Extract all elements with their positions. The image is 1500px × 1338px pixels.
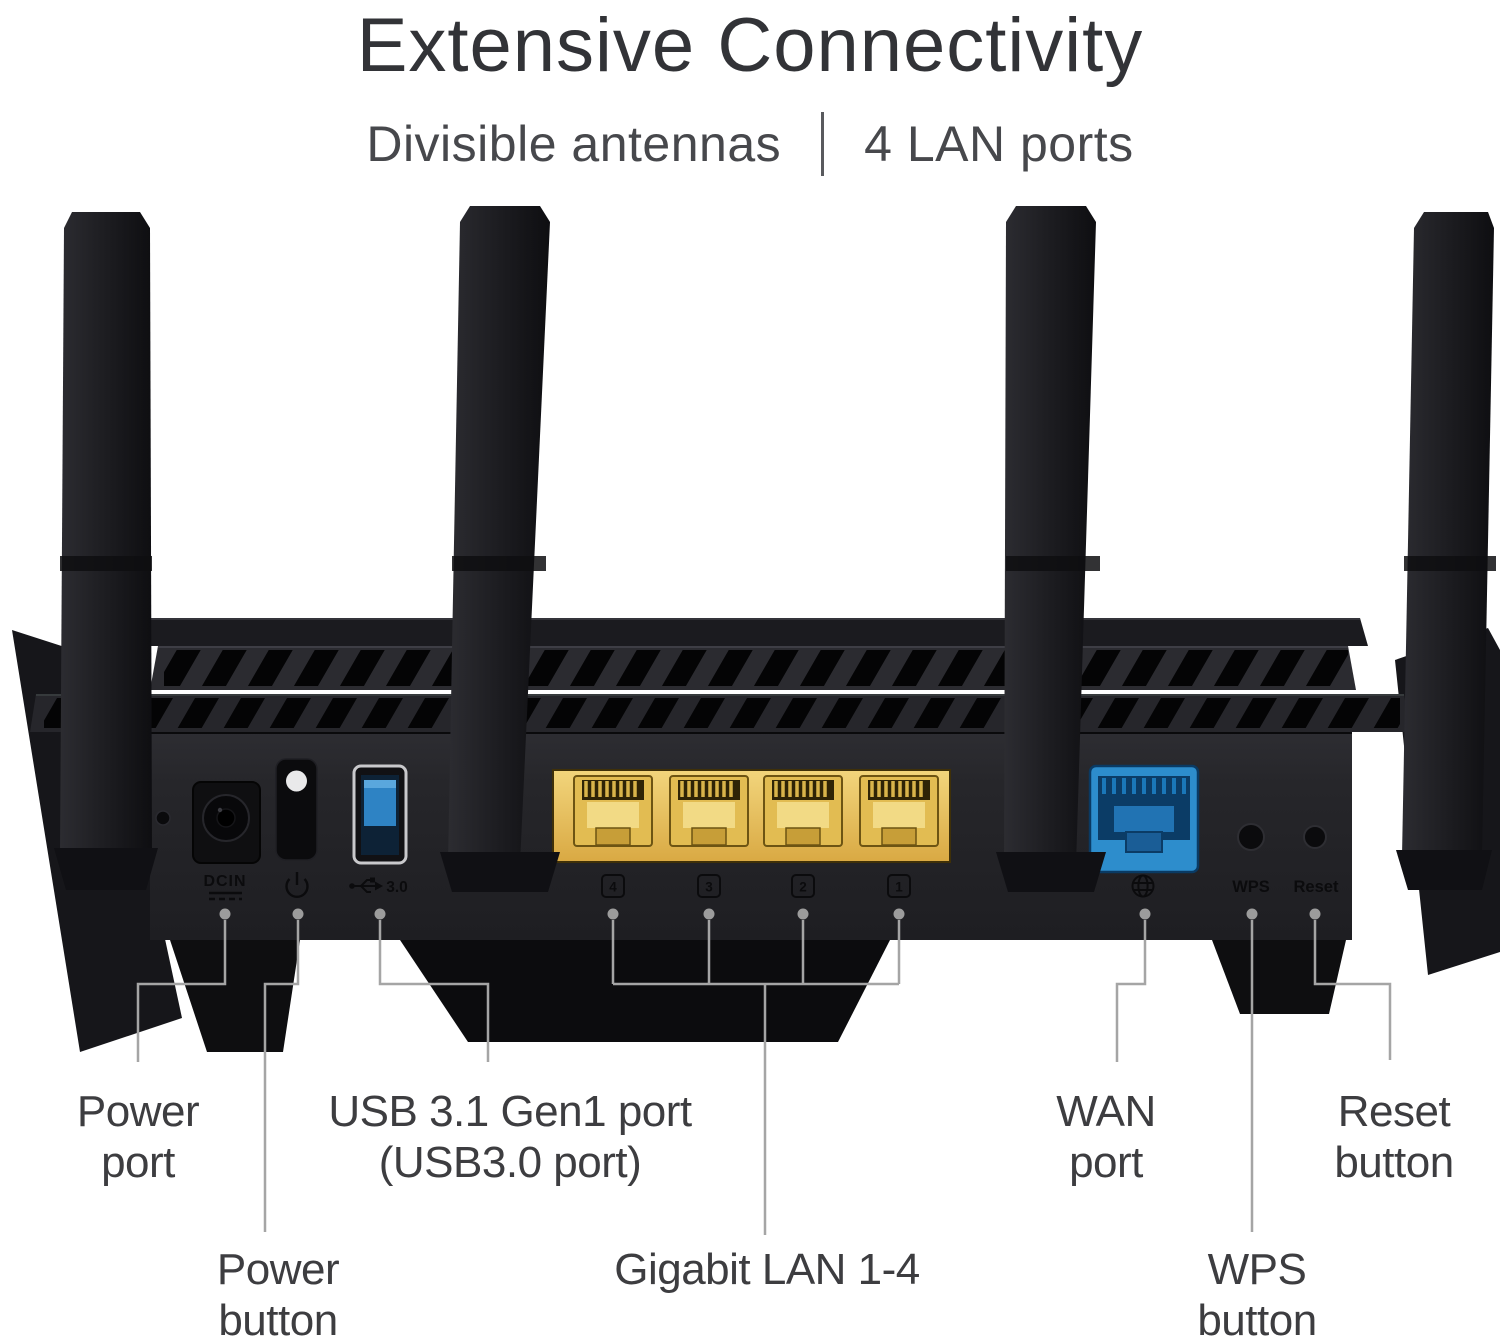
callout-line: Gigabit LAN 1-4: [614, 1245, 920, 1294]
callout-dots: [219, 908, 1321, 920]
callout-line: button: [1334, 1138, 1454, 1187]
leader-usb: [378, 920, 490, 1062]
antenna-2: [440, 206, 560, 892]
subtitle: Divisible antennas 4 LAN ports: [0, 112, 1500, 176]
lan-port-2: [762, 774, 844, 848]
under-chassis: [400, 940, 890, 1042]
wan-port-jack: [1088, 764, 1200, 874]
antennas: [54, 206, 1496, 892]
usb3-icon: [349, 877, 383, 893]
lan-port-block: [552, 769, 951, 863]
antenna-1: [54, 212, 158, 890]
callout-power-port: Power port: [76, 1086, 200, 1188]
reset-button-physical: [1303, 825, 1327, 849]
callout-line: USB 3.1 Gen1 port: [328, 1087, 692, 1136]
usb-version-label: 3.0: [386, 879, 408, 896]
callout-line: port: [1069, 1138, 1143, 1187]
left-foot: [170, 940, 300, 1052]
lan-port-4: [572, 774, 654, 848]
callout-line: WPS: [1207, 1245, 1307, 1294]
subtitle-left: Divisible antennas: [366, 116, 782, 172]
lan-port-1: [858, 774, 940, 848]
callout-lines: [136, 920, 1392, 1235]
wps-engraving: WPS: [1232, 878, 1270, 896]
power-port-jack: [192, 781, 261, 864]
power-switch-dot: [286, 770, 307, 792]
rear-ports: [155, 758, 1327, 874]
leader-lan-group: [611, 920, 901, 1235]
callout-line: button: [218, 1296, 338, 1338]
lan-number-4: 4: [609, 880, 617, 895]
lan-number-2: 2: [799, 880, 807, 895]
leader-reset: [1313, 920, 1392, 1060]
leader-power-port: [136, 920, 227, 1062]
leader-power-button: [263, 920, 300, 1232]
usb-port: [352, 764, 408, 865]
page-title: Extensive Connectivity: [356, 3, 1144, 88]
right-foot: [1212, 940, 1346, 1014]
dc-symbol-icon: [209, 891, 242, 901]
lan-port-3: [668, 774, 750, 848]
wps-button-physical: [1237, 823, 1265, 851]
lan-number-1: 1: [895, 880, 903, 895]
callout-line: (USB3.0 port): [378, 1138, 642, 1187]
callout-line: Reset: [1337, 1087, 1451, 1136]
lan-number-3: 3: [705, 880, 713, 895]
screw: [155, 810, 171, 826]
antenna-4: [1396, 212, 1496, 890]
callout-line: WAN: [1056, 1087, 1156, 1136]
callout-line: Power: [216, 1245, 340, 1294]
power-switch: [275, 758, 318, 861]
globe-icon: [1131, 874, 1155, 898]
callout-gigabit-lan: Gigabit LAN 1-4: [614, 1244, 920, 1295]
callout-usb-port: USB 3.1 Gen1 port (USB3.0 port): [328, 1086, 692, 1188]
subtitle-divider: [821, 112, 825, 176]
vent-slots-upper: [164, 650, 1348, 686]
reset-engraving: Reset: [1294, 878, 1339, 896]
callout-reset-button: Reset button: [1334, 1086, 1454, 1188]
subtitle-right: 4 LAN ports: [864, 116, 1134, 172]
callout-wps-button: WPS button: [1197, 1244, 1317, 1338]
antenna-3: [996, 206, 1106, 892]
callout-line: button: [1197, 1296, 1317, 1338]
dcin-label: DCIN: [203, 873, 246, 890]
power-icon: [285, 872, 309, 898]
callout-line: Power: [76, 1087, 200, 1136]
engraved-markings: DCIN 3.0: [203, 872, 1339, 901]
callout-wan-port: WAN port: [1056, 1086, 1156, 1188]
top-back-tier: [132, 618, 1368, 646]
callout-line: port: [101, 1138, 175, 1187]
leader-wan: [1115, 920, 1147, 1062]
vent-slots-lower: [44, 698, 1400, 728]
callout-power-button: Power button: [216, 1244, 340, 1338]
lan-number-boxes: [601, 874, 911, 898]
